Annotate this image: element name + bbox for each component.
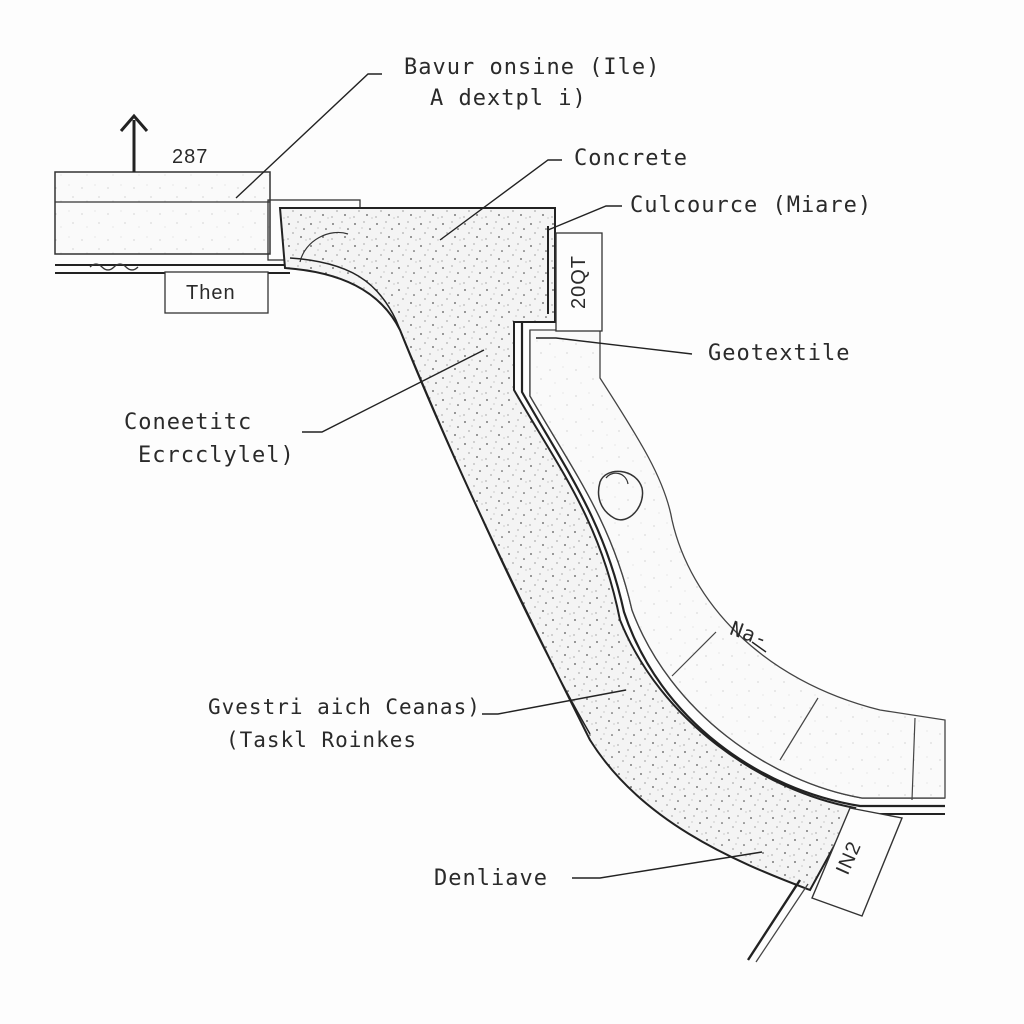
drainage-line-1 bbox=[746, 879, 802, 961]
label-gvestriaich-line1: Gvestri aich Ceanas) bbox=[208, 695, 481, 719]
dim-20qt-box bbox=[555, 232, 603, 332]
leader-denliave bbox=[572, 851, 763, 879]
up-arrow-icon bbox=[119, 113, 149, 172]
sub-base bbox=[529, 329, 946, 799]
label-denliave: Denliave bbox=[434, 866, 548, 891]
then-box bbox=[164, 271, 269, 314]
geotextile-line-1 bbox=[520, 322, 945, 808]
sub-base-joint-1 bbox=[671, 631, 717, 677]
label-coneetitc-line1: Coneetitc bbox=[124, 410, 253, 435]
label-coneetitc-line2: Ecrcclylel) bbox=[138, 443, 295, 468]
drainage-line-2 bbox=[755, 883, 809, 963]
sub-base-joint-2 bbox=[779, 697, 819, 761]
leader-coneetitc bbox=[302, 349, 485, 433]
label-geotextile: Geotextile bbox=[708, 341, 851, 366]
joint-squiggle bbox=[299, 231, 349, 263]
label-then: Then bbox=[186, 282, 236, 304]
label-dim-287: 287 bbox=[172, 146, 209, 168]
label-gvestriaich-line2: (Taskl Roinkes bbox=[226, 728, 418, 752]
in2-box bbox=[811, 807, 903, 917]
leader-concrete bbox=[439, 159, 562, 241]
leader-na bbox=[751, 641, 767, 653]
left-slab-squiggle bbox=[89, 263, 139, 271]
left-slab bbox=[54, 171, 271, 255]
label-dim-20qt: 20QT bbox=[568, 254, 590, 309]
label-culcource: Culcource (Miare) bbox=[630, 193, 873, 218]
concrete-outline-inner bbox=[289, 257, 591, 735]
label-top-line1: Bavur onsine (Ile) bbox=[404, 55, 661, 80]
sub-base-joint-3 bbox=[911, 717, 916, 801]
leader-gvestriaich bbox=[482, 689, 627, 715]
leader-geotextile bbox=[536, 337, 693, 355]
pebble bbox=[597, 470, 644, 521]
label-top-line2: A dextpl i) bbox=[430, 86, 587, 111]
label-concrete: Concrete bbox=[574, 146, 688, 171]
leader-top bbox=[235, 73, 382, 199]
leader-culcource bbox=[547, 205, 622, 231]
pebble-inner bbox=[605, 472, 629, 485]
